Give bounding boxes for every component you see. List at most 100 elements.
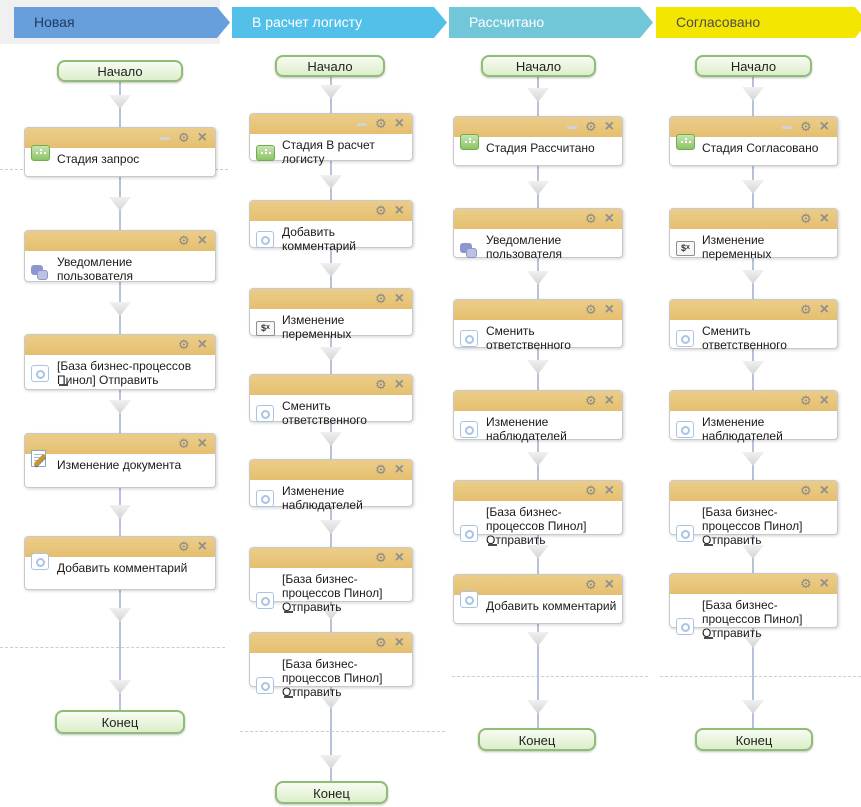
- close-icon[interactable]: ×: [604, 576, 614, 593]
- gear-icon[interactable]: ⚙: [800, 211, 812, 226]
- activity-body[interactable]: [База бизнес-процессов Пинол] Отправить: [670, 501, 837, 547]
- gear-icon[interactable]: ⚙: [375, 116, 387, 131]
- gear-icon[interactable]: ⚙: [585, 211, 597, 226]
- gear-icon[interactable]: ⚙: [375, 550, 387, 565]
- activity-block[interactable]: ⚙ × [База бизнес-процессов Пинол] Отправ…: [669, 573, 838, 640]
- start-node[interactable]: Начало: [695, 55, 812, 77]
- gear-icon[interactable]: ⚙: [178, 539, 190, 554]
- activity-body[interactable]: Сменить ответственного: [250, 395, 412, 427]
- close-icon[interactable]: ×: [394, 376, 404, 393]
- close-icon[interactable]: ×: [604, 301, 614, 318]
- activity-body[interactable]: [База бизнес-процессов Пинол] Отправить: [250, 653, 412, 699]
- minimize-icon[interactable]: [567, 125, 577, 129]
- close-icon[interactable]: ×: [394, 115, 404, 132]
- close-icon[interactable]: ×: [604, 482, 614, 499]
- activity-block[interactable]: ⚙ × [База бизнес-процессов Пинол] Отправ…: [669, 480, 838, 547]
- gear-icon[interactable]: ⚙: [585, 393, 597, 408]
- activity-body[interactable]: Изменение переменных: [250, 309, 412, 341]
- gear-icon[interactable]: ⚙: [800, 302, 812, 317]
- gear-icon[interactable]: ⚙: [178, 130, 190, 145]
- end-node[interactable]: Конец: [275, 781, 388, 804]
- start-node[interactable]: Начало: [57, 60, 183, 82]
- close-icon[interactable]: ×: [197, 336, 207, 353]
- activity-body[interactable]: Добавить комментарий: [454, 591, 622, 613]
- end-node[interactable]: Конец: [695, 728, 813, 751]
- activity-block[interactable]: ⚙ × [База бизнес-процессов Пинол] Отправ…: [24, 334, 216, 390]
- close-icon[interactable]: ×: [604, 118, 614, 135]
- close-icon[interactable]: ×: [197, 232, 207, 249]
- activity-block[interactable]: ⚙ × Уведомление пользователя: [453, 208, 623, 261]
- close-icon[interactable]: ×: [604, 392, 614, 409]
- close-icon[interactable]: ×: [819, 301, 829, 318]
- activity-block[interactable]: ⚙ × Изменение наблюдателей: [669, 390, 838, 443]
- activity-body[interactable]: Добавить комментарий: [25, 553, 215, 575]
- gear-icon[interactable]: ⚙: [585, 483, 597, 498]
- minimize-icon[interactable]: [357, 122, 367, 126]
- close-icon[interactable]: ×: [604, 210, 614, 227]
- close-icon[interactable]: ×: [819, 118, 829, 135]
- close-icon[interactable]: ×: [394, 634, 404, 651]
- start-node[interactable]: Начало: [481, 55, 596, 77]
- activity-block[interactable]: ⚙ × Уведомление пользователя: [24, 230, 216, 283]
- activity-block[interactable]: ⚙ × [База бизнес-процессов Пинол] Отправ…: [249, 632, 413, 699]
- close-icon[interactable]: ×: [819, 482, 829, 499]
- gear-icon[interactable]: ⚙: [375, 635, 387, 650]
- activity-body[interactable]: Изменение переменных: [670, 229, 837, 261]
- gear-icon[interactable]: ⚙: [375, 291, 387, 306]
- activity-body[interactable]: Сменить ответственного: [670, 320, 837, 352]
- gear-icon[interactable]: ⚙: [178, 233, 190, 248]
- end-node[interactable]: Конец: [478, 728, 596, 751]
- activity-body[interactable]: [База бизнес-процессов Пинол] Отправить: [25, 355, 215, 387]
- close-icon[interactable]: ×: [394, 549, 404, 566]
- close-icon[interactable]: ×: [394, 461, 404, 478]
- activity-block[interactable]: ⚙ × Добавить комментарий: [249, 200, 413, 253]
- activity-body[interactable]: Изменение документа: [25, 450, 215, 472]
- activity-block[interactable]: ⚙ × [База бизнес-процессов Пинол] Отправ…: [453, 480, 623, 547]
- activity-body[interactable]: Изменение наблюдателей: [454, 411, 622, 443]
- close-icon[interactable]: ×: [394, 290, 404, 307]
- gear-icon[interactable]: ⚙: [800, 483, 812, 498]
- activity-body[interactable]: Изменение наблюдателей: [670, 411, 837, 443]
- activity-block[interactable]: ⚙ × Изменение наблюдателей: [453, 390, 623, 443]
- activity-block[interactable]: ⚙ × Добавить комментарий: [453, 574, 623, 624]
- activity-block[interactable]: ⚙ × Стадия Рассчитано: [453, 116, 623, 166]
- activity-body[interactable]: [База бизнес-процессов Пинол] Отправить: [454, 501, 622, 547]
- gear-icon[interactable]: ⚙: [375, 462, 387, 477]
- close-icon[interactable]: ×: [394, 202, 404, 219]
- activity-block[interactable]: ⚙ × Стадия запрос: [24, 127, 216, 177]
- end-node[interactable]: Конец: [55, 710, 185, 734]
- gear-icon[interactable]: ⚙: [178, 337, 190, 352]
- close-icon[interactable]: ×: [819, 392, 829, 409]
- gear-icon[interactable]: ⚙: [178, 436, 190, 451]
- activity-body[interactable]: Уведомление пользователя: [454, 229, 622, 261]
- start-node[interactable]: Начало: [275, 55, 385, 77]
- close-icon[interactable]: ×: [197, 129, 207, 146]
- activity-block[interactable]: ⚙ × Изменение наблюдателей: [249, 459, 413, 512]
- close-icon[interactable]: ×: [197, 435, 207, 452]
- activity-body[interactable]: Уведомление пользователя: [25, 251, 215, 283]
- minimize-icon[interactable]: [160, 136, 170, 140]
- activity-body[interactable]: Стадия запрос: [25, 145, 215, 166]
- status-tab-novaya[interactable]: Новая: [14, 7, 230, 38]
- activity-block[interactable]: ⚙ × Изменение документа: [24, 433, 216, 488]
- gear-icon[interactable]: ⚙: [800, 576, 812, 591]
- activity-block[interactable]: ⚙ × Сменить ответственного: [249, 374, 413, 427]
- status-tab-soglasovano[interactable]: Согласовано: [656, 7, 861, 38]
- activity-block[interactable]: ⚙ × Изменение переменных: [249, 288, 413, 341]
- gear-icon[interactable]: ⚙: [800, 393, 812, 408]
- close-icon[interactable]: ×: [197, 538, 207, 555]
- close-icon[interactable]: ×: [819, 575, 829, 592]
- gear-icon[interactable]: ⚙: [800, 119, 812, 134]
- activity-block[interactable]: ⚙ × Стадия В расчет логисту: [249, 113, 413, 166]
- activity-block[interactable]: ⚙ × Сменить ответственного: [669, 299, 838, 352]
- activity-body[interactable]: Изменение наблюдателей: [250, 480, 412, 512]
- minimize-icon[interactable]: [782, 125, 792, 129]
- activity-body[interactable]: Сменить ответственного: [454, 320, 622, 352]
- close-icon[interactable]: ×: [819, 210, 829, 227]
- activity-block[interactable]: ⚙ × Добавить комментарий: [24, 536, 216, 590]
- status-tab-rasschitano[interactable]: Рассчитано: [449, 7, 653, 38]
- activity-body[interactable]: Стадия Согласовано: [670, 134, 837, 155]
- gear-icon[interactable]: ⚙: [585, 119, 597, 134]
- activity-body[interactable]: Стадия В расчет логисту: [250, 134, 412, 166]
- activity-block[interactable]: ⚙ × Изменение переменных: [669, 208, 838, 261]
